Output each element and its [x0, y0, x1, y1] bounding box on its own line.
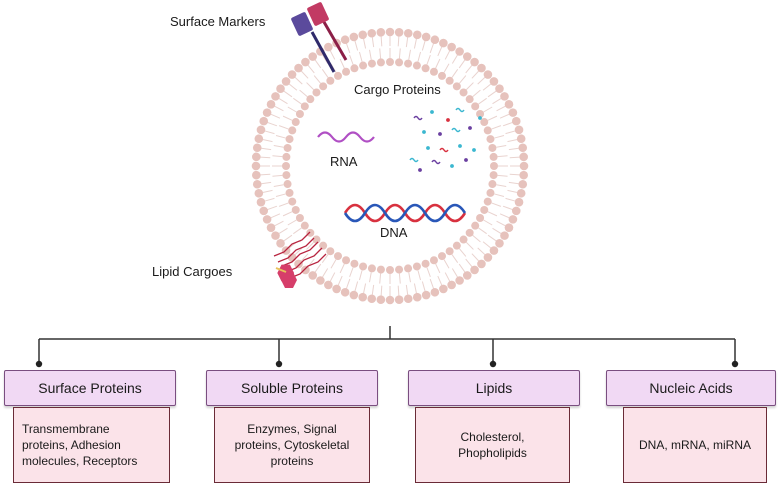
category-soluble-proteins: Soluble Proteins — [206, 370, 378, 406]
dna-double-helix — [343, 203, 467, 223]
lipid-cargo-chains — [273, 231, 327, 279]
description-nucleic-acids: DNA, mRNA, miRNA — [623, 407, 767, 483]
cargo-proteins-label: Cargo Proteins — [354, 82, 441, 97]
surface-marker-pink — [307, 2, 348, 61]
category-surface-proteins: Surface Proteins — [4, 370, 176, 406]
description-soluble-proteins: Enzymes, Signal proteins, Cytoskeletal p… — [214, 407, 370, 483]
cargo-protein-particles — [409, 107, 482, 172]
category-tree-connectors — [38, 326, 736, 362]
surface-marker-purple — [291, 12, 336, 73]
connector-endpoints — [35, 360, 739, 368]
description-surface-proteins: Transmembrane proteins, Adhesion molecul… — [13, 407, 170, 483]
lipid-hexagon-lower — [281, 272, 297, 288]
description-lipids: Cholesterol, Phopholipids — [415, 407, 570, 483]
lipid-bilayer-membrane — [251, 27, 529, 305]
lipid-cargoes-label: Lipid Cargoes — [152, 264, 233, 279]
dna-label: DNA — [380, 225, 408, 240]
rna-strand — [317, 131, 375, 143]
rna-label: RNA — [330, 154, 358, 169]
category-lipids: Lipids — [408, 370, 580, 406]
surface-markers-label: Surface Markers — [170, 14, 266, 29]
category-nucleic-acids: Nucleic Acids — [606, 370, 776, 406]
